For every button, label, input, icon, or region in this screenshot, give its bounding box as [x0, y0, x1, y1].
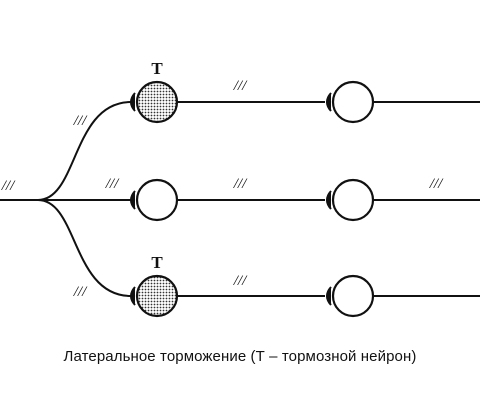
excitation-mark-bottom-branch: ///	[73, 284, 88, 300]
neuron-middle-2	[331, 178, 375, 222]
inhibitory-neuron-top-1	[135, 80, 179, 124]
synapse-bottom-1	[130, 286, 136, 306]
neuron-top-2	[331, 80, 375, 124]
branch-bottom	[37, 199, 132, 297]
synapse-middle-1	[130, 190, 136, 210]
input-excitation-mark: ///	[1, 178, 16, 194]
excitation-mark-bottom-segment1: ///	[233, 273, 248, 289]
diagram-layer: /// Т /// /// /// /// /// Т /// ///	[0, 59, 480, 318]
neuron-middle-1	[135, 178, 179, 222]
excitation-mark-top-branch: ///	[73, 113, 88, 129]
synapse-bottom-2	[326, 286, 332, 306]
excitation-mark-top-segment1: ///	[233, 78, 248, 94]
synapse-top-2	[326, 92, 332, 112]
inhibitory-label-top: Т	[151, 59, 163, 78]
inhibitory-neuron-bottom-1	[135, 274, 179, 318]
neuron-bottom-2	[331, 274, 375, 318]
synapse-middle-2	[326, 190, 332, 210]
excitation-mark-middle-segment2: ///	[429, 176, 444, 192]
diagram-caption: Латеральное торможение (Т – тормозной не…	[63, 348, 417, 365]
branch-top	[37, 101, 132, 201]
excitation-mark-middle-segment1: ///	[233, 176, 248, 192]
synapse-top-1	[130, 92, 136, 112]
excitation-mark-middle-branch: ///	[105, 176, 120, 192]
inhibitory-label-bottom: Т	[151, 253, 163, 272]
